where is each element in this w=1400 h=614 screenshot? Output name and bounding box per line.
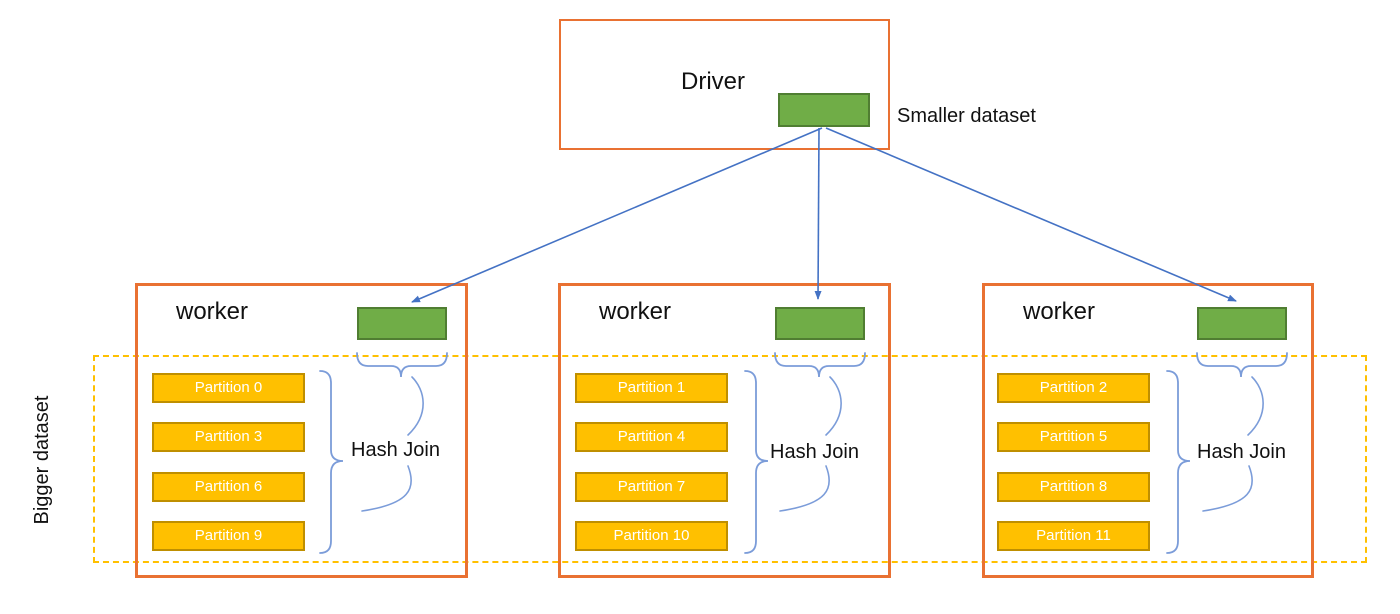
broadcast-arrows [411, 127, 1237, 303]
worker-box-1 [135, 283, 468, 578]
worker-2-label: worker [599, 298, 672, 325]
smaller-dataset-block [778, 93, 870, 127]
partition-box: Partition 8 [997, 472, 1150, 502]
partition-box: Partition 11 [997, 521, 1150, 551]
broadcast-arrow-to-worker-2 [814, 127, 822, 300]
bigger-dataset-label: Bigger dataset [31, 395, 53, 525]
partition-box: Partition 3 [152, 422, 305, 452]
partition-box: Partition 7 [575, 472, 728, 502]
partition-box: Partition 5 [997, 422, 1150, 452]
smaller-dataset-label: Smaller dataset [897, 105, 1036, 127]
worker-3-label: worker [1023, 298, 1096, 325]
partition-box: Partition 4 [575, 422, 728, 452]
worker-1-label: worker [176, 298, 249, 325]
broadcast-arrow-to-worker-1 [411, 127, 823, 303]
worker-2-broadcast-block [775, 307, 865, 340]
driver-label: Driver [681, 68, 745, 95]
worker-3-broadcast-block [1197, 307, 1287, 340]
worker-3-hash-join-label: Hash Join [1197, 441, 1286, 463]
partition-box: Partition 9 [152, 521, 305, 551]
partition-box: Partition 2 [997, 373, 1150, 403]
worker-1-broadcast-block [357, 307, 447, 340]
partition-box: Partition 6 [152, 472, 305, 502]
partition-box: Partition 1 [575, 373, 728, 403]
worker-1-hash-join-label: Hash Join [351, 439, 440, 461]
worker-2-hash-join-label: Hash Join [770, 441, 859, 463]
broadcast-arrow-to-worker-3 [825, 127, 1237, 302]
bigger-dataset-boundary [93, 355, 1367, 563]
partition-box: Partition 10 [575, 521, 728, 551]
partition-box: Partition 0 [152, 373, 305, 403]
